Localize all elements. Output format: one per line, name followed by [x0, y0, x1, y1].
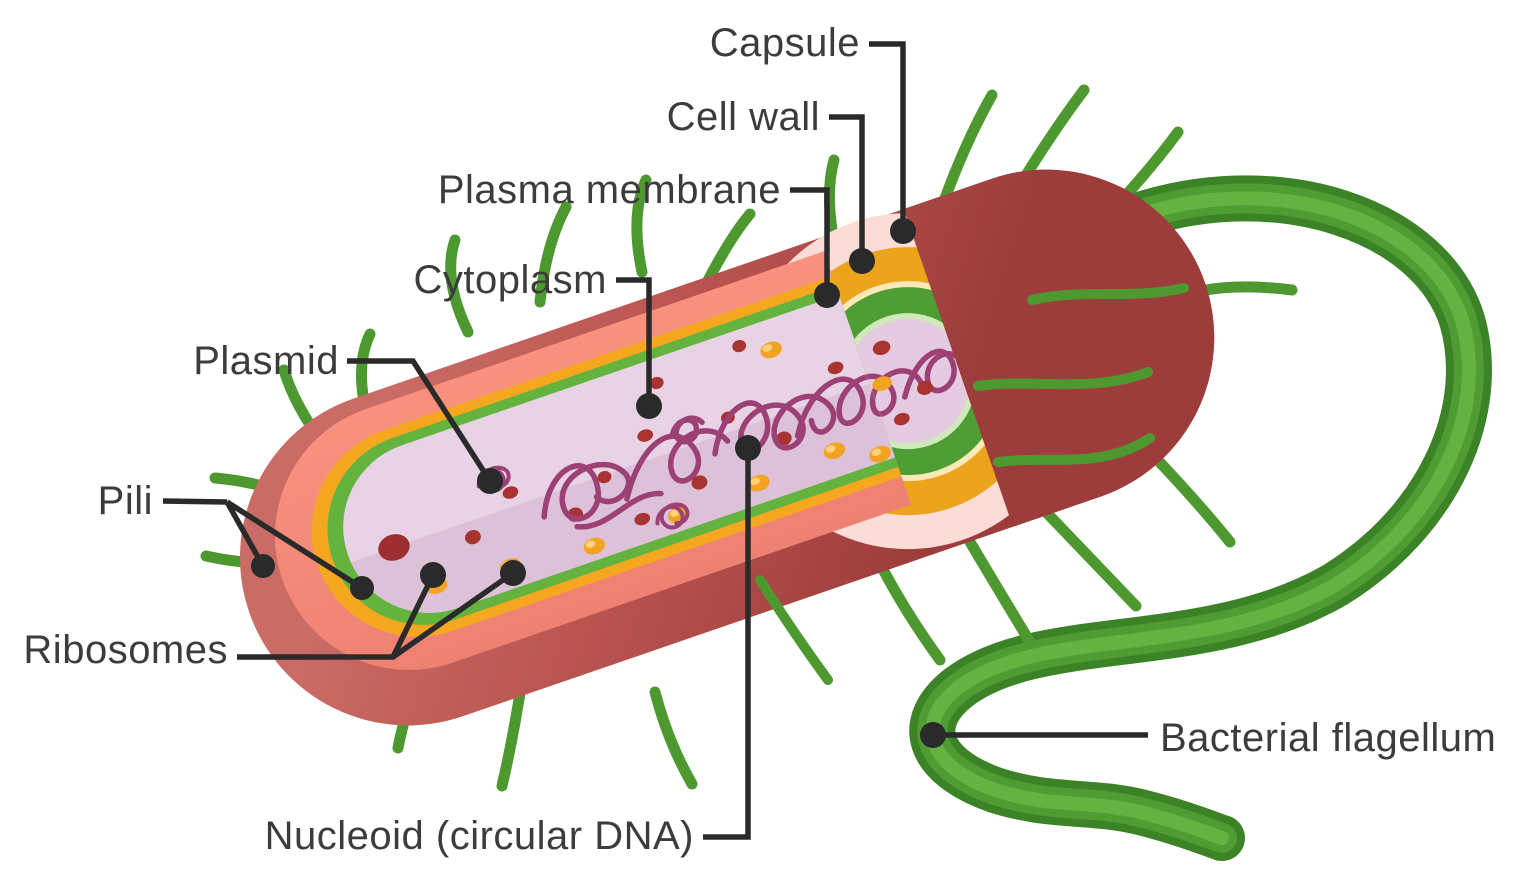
- leader-plasma-membrane: [790, 187, 830, 295]
- leader-ribosomes: [237, 570, 515, 660]
- pilus-icon: [445, 234, 474, 338]
- disc-red-granule: [917, 380, 933, 396]
- label-plasmid: Plasmid: [193, 339, 339, 383]
- cell-body-right-cap: [903, 169, 1215, 527]
- plasmid-knot: [655, 502, 690, 530]
- bacterial-flagellum: [909, 175, 1492, 861]
- labels: Capsule Cell wall Plasma membrane Cytopl…: [23, 21, 1496, 858]
- pilus-icon: [1144, 446, 1236, 548]
- disc-red-granule: [872, 340, 891, 356]
- pilus-icon: [1027, 283, 1189, 305]
- leader-dot-plasma-membrane: [814, 282, 840, 308]
- pilus-icon: [954, 519, 1036, 648]
- leader-dot-cell-wall: [849, 248, 875, 274]
- pilus-icon: [1040, 506, 1142, 612]
- pilus-icon: [534, 201, 572, 308]
- disc-content: [777, 318, 976, 459]
- pili-front: [755, 283, 1189, 685]
- leader-dot-flagellum: [920, 722, 946, 748]
- label-cytoplasm: Cytoplasm: [414, 258, 607, 302]
- leader-dot-nucleoid: [735, 435, 761, 461]
- leader-dot-ribosomes-2: [500, 560, 526, 586]
- leader-plasmid: [347, 358, 493, 483]
- pilus-icon: [973, 367, 1153, 391]
- leader-dot-plasmid: [477, 468, 503, 494]
- large-red-granule: [378, 534, 410, 561]
- leader-nucleoid: [703, 448, 751, 840]
- pilus-icon: [649, 686, 698, 790]
- pilus-icon: [872, 554, 946, 666]
- pilus-icon: [993, 433, 1155, 467]
- leader-dot-capsule: [890, 218, 916, 244]
- label-plasma-membrane: Plasma membrane: [438, 168, 781, 212]
- label-pili: Pili: [98, 479, 153, 523]
- leader-lines: [162, 41, 1148, 840]
- pilus-icon: [631, 174, 652, 278]
- label-cell-wall: Cell wall: [667, 95, 820, 139]
- leader-dot-pili-1: [251, 554, 275, 578]
- label-flagellum: Bacterial flagellum: [1160, 716, 1496, 760]
- leader-cytoplasm: [616, 277, 652, 406]
- leader-dot-cytoplasm: [636, 393, 662, 419]
- leader-dot-pili-2: [350, 576, 374, 600]
- label-capsule: Capsule: [710, 21, 860, 65]
- label-ribosomes: Ribosomes: [23, 628, 228, 672]
- disc-ribosome: [872, 376, 892, 391]
- leader-capsule: [869, 41, 906, 231]
- leader-dot-ribosomes-1: [420, 562, 446, 588]
- label-nucleoid: Nucleoid (circular DNA): [265, 814, 694, 858]
- leader-cell-wall: [829, 114, 865, 261]
- flagellum-core: [925, 191, 1476, 845]
- disc-red-granule: [894, 412, 910, 426]
- leader-pili: [162, 498, 364, 591]
- cell-body: [240, 169, 1215, 726]
- pilus-icon: [755, 575, 833, 685]
